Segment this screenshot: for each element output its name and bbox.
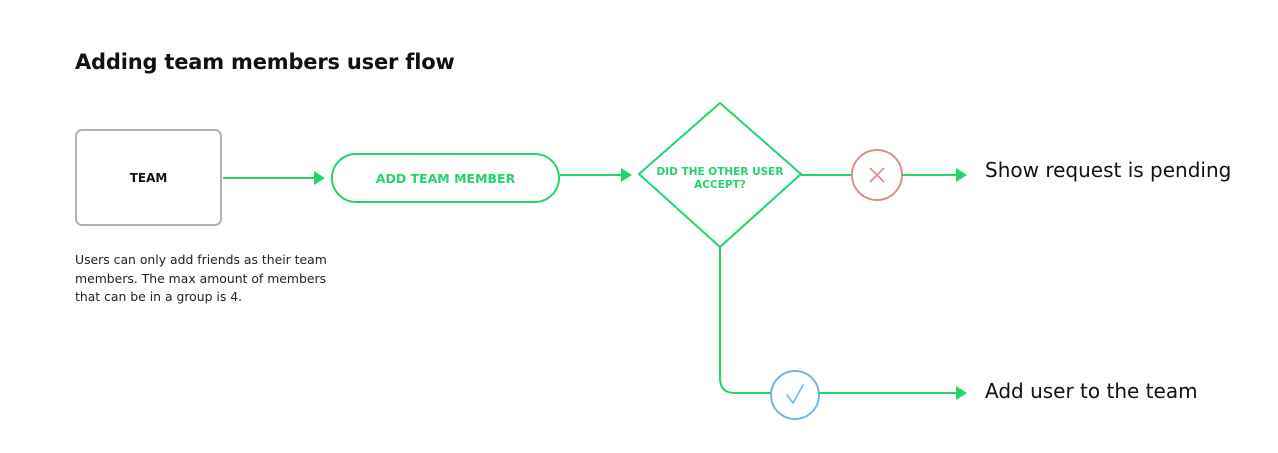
- team-node-label: TEAM: [129, 170, 168, 185]
- arrow-accept-to-added: [819, 386, 967, 400]
- accept-node: [770, 370, 820, 420]
- add-team-member-node: ADD TEAM MEMBER: [331, 153, 560, 203]
- arrow-reject-to-pending: [902, 168, 967, 182]
- decision-label-line: DID THE OTHER USER: [656, 166, 784, 178]
- note-line: members. The max amount of members: [75, 270, 327, 286]
- decision-label: DID THE OTHER USER ACCEPT?: [647, 166, 793, 192]
- team-note: Users can only add friends as their team…: [75, 251, 350, 307]
- arrow-add-to-decision: [560, 168, 632, 182]
- connector-decision-to-accept: [719, 247, 771, 394]
- note-line: Users can only add friends as their team: [75, 252, 327, 267]
- close-icon: [869, 167, 885, 183]
- note-line: that can be in a group is 4.: [75, 289, 243, 304]
- add-team-member-label: ADD TEAM MEMBER: [375, 170, 516, 186]
- page-title: Adding team members user flow: [75, 50, 455, 74]
- outcome-pending: Show request is pending: [985, 158, 1232, 182]
- decision-label-line: ACCEPT?: [694, 179, 746, 191]
- team-node: TEAM: [75, 129, 222, 226]
- arrow-team-to-add: [223, 171, 325, 185]
- reject-node: [851, 149, 903, 201]
- checkmark-icon: [786, 384, 804, 404]
- outcome-added: Add user to the team: [985, 379, 1198, 403]
